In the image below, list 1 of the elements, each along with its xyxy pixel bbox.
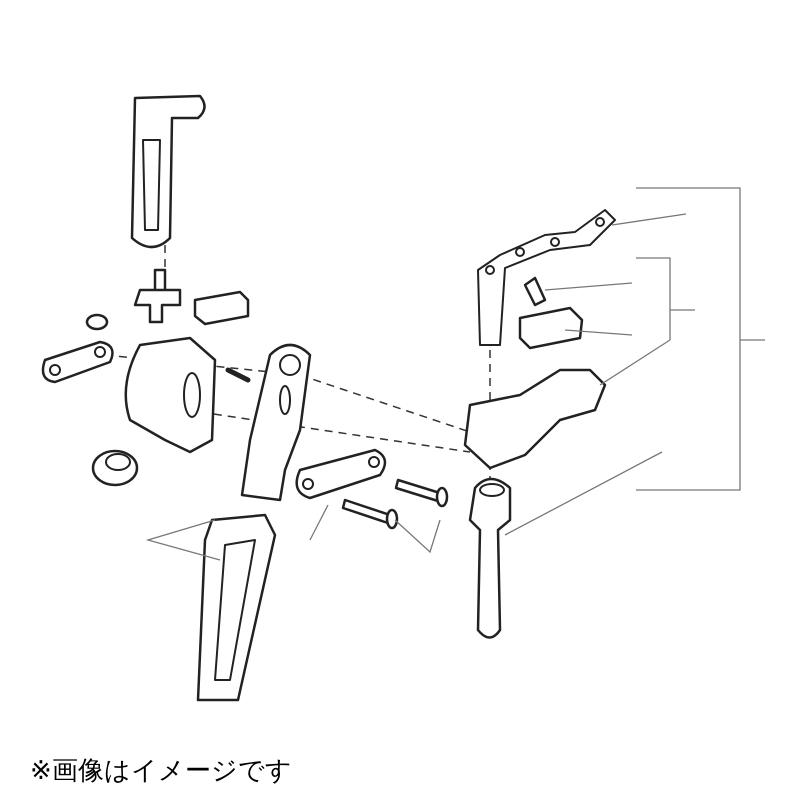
- caption: ※画像はイメージです: [30, 755, 292, 788]
